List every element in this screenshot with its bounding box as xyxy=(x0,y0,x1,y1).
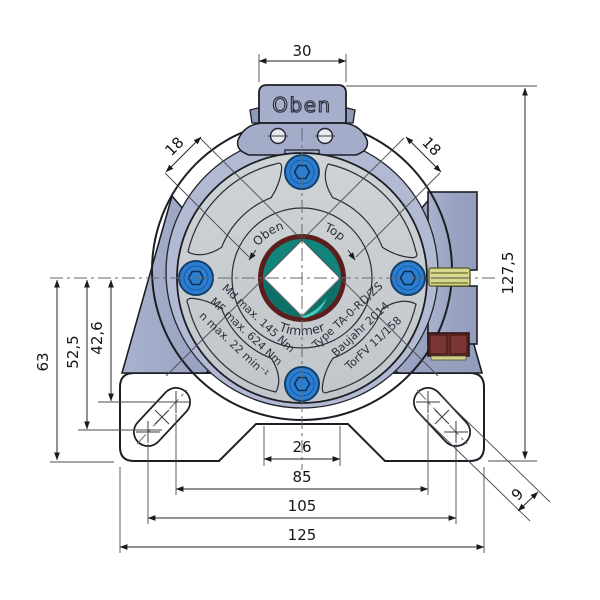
dimension-height-52-5: 52,5 xyxy=(64,279,90,430)
dim-label-105: 105 xyxy=(288,497,317,515)
dimension-base-125: 125 xyxy=(119,526,485,550)
hub-cyan-highlight xyxy=(300,297,327,318)
terminal-block xyxy=(427,332,470,361)
dimension-flange-right: 18 xyxy=(405,133,445,173)
dim-label-30: 30 xyxy=(292,42,311,60)
dimension-height-63: 63 xyxy=(34,279,60,461)
dimension-slot-9: 9 xyxy=(508,485,539,512)
dial-arrow-left xyxy=(248,249,257,261)
dim-label-18-right: 18 xyxy=(418,133,444,159)
spring-washer xyxy=(428,267,471,287)
dimension-tab-width: 30 xyxy=(258,42,347,64)
tab-screw-right xyxy=(315,127,335,145)
dim-label-125: 125 xyxy=(288,526,317,544)
dim-label-52-5: 52,5 xyxy=(64,335,82,368)
dim-label-85: 85 xyxy=(292,468,311,486)
orientation-tab xyxy=(258,84,347,124)
dim-label-9: 9 xyxy=(508,485,527,504)
tab-screw-left xyxy=(268,127,288,145)
dim-label-63: 63 xyxy=(34,352,52,371)
dim-label-18-left: 18 xyxy=(161,133,187,159)
dimension-spacing-105: 105 xyxy=(147,497,457,521)
dimension-overall-height: 127,5 xyxy=(499,87,528,460)
dimension-notch-26: 26 xyxy=(263,438,341,462)
dim-label-42-6: 42,6 xyxy=(88,321,106,354)
dimension-spacing-85: 85 xyxy=(175,468,429,492)
dim-label-26: 26 xyxy=(292,438,311,456)
dim-label-127-5: 127,5 xyxy=(499,252,517,295)
dimension-height-42-6: 42,6 xyxy=(88,279,114,402)
right-foot-slot-centermarks xyxy=(416,389,468,445)
tab-label: Oben xyxy=(272,93,331,117)
dial-arrow-right xyxy=(347,249,356,261)
